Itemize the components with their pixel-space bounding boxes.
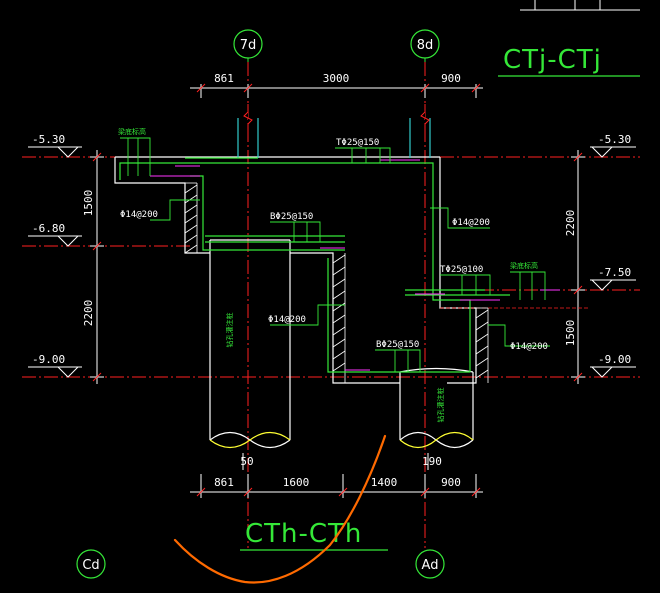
level-right-3: -9.00	[598, 353, 631, 366]
axis-label-8d: 8d	[417, 38, 434, 53]
bottom-dim-c: 1400	[371, 476, 398, 489]
note-right: 梁底标高	[510, 261, 538, 270]
level-mark-right-2	[590, 279, 636, 291]
rebar-bottom-secondary: BΦ25@150	[376, 340, 419, 350]
pile-left	[209, 239, 291, 449]
level-mark-left-1	[28, 146, 82, 158]
lower-section-title: CTh-CTh	[240, 519, 388, 551]
rebar-side-middle: Φ14@200	[268, 315, 306, 325]
level-right-2: -7.50	[598, 266, 631, 279]
level-mark-left-2	[28, 235, 82, 247]
pile-offset-right: 190	[422, 455, 442, 468]
axis-bubble-cd: Cd	[76, 549, 106, 579]
level-mark-right-3	[590, 366, 636, 378]
right-dim-lower: 1500	[564, 320, 577, 347]
level-mark-right-1	[590, 146, 636, 158]
lower-title-text: CTh-CTh	[245, 519, 362, 549]
pile-right-label: 钻孔灌注桩	[436, 388, 445, 423]
axis-label-cd: Cd	[82, 558, 99, 573]
note-left: 梁底标高	[118, 127, 146, 136]
top-dim-b: 3000	[323, 72, 350, 85]
axis-bubble-7d: 7d	[233, 29, 263, 62]
axis-bubble-ad: Ad	[415, 549, 445, 579]
level-mark-left-3	[28, 366, 82, 378]
distribution-bars	[150, 159, 560, 371]
upper-section-title: CTj-CTj	[498, 45, 640, 77]
left-dim-upper: 1500	[82, 190, 95, 217]
bottom-dim-d: 900	[441, 476, 461, 489]
title-block-fragment	[520, 0, 640, 11]
bottom-dim-a: 861	[214, 476, 234, 489]
rebar-side-right-lower: Φ14@200	[510, 342, 548, 352]
pile-left-label: 钻孔灌注桩	[225, 313, 234, 348]
level-left-1: -5.30	[32, 133, 65, 146]
rebar-side-left: Φ14@200	[120, 210, 158, 220]
level-right-1: -5.30	[598, 133, 631, 146]
leader-lines	[120, 137, 550, 372]
pile-offset-left: 50	[240, 455, 253, 468]
axis-label-ad: Ad	[422, 558, 439, 573]
rebar-top-secondary: TΦ25@100	[440, 265, 483, 275]
rebar-bottom-main: BΦ25@150	[270, 212, 313, 222]
upper-title-text: CTj-CTj	[503, 45, 602, 75]
level-left-2: -6.80	[32, 222, 65, 235]
top-dimension-line	[190, 83, 483, 98]
pile-right	[399, 367, 474, 449]
right-dim-upper: 2200	[564, 210, 577, 237]
hatch-left-wall	[184, 182, 198, 254]
left-dim-lower: 2200	[82, 300, 95, 327]
break-marks	[243, 104, 430, 134]
hatch-right-wall	[475, 307, 489, 383]
axis-bubble-8d: 8d	[410, 29, 440, 62]
right-vertical-dimension	[571, 150, 585, 384]
axis-label-7d: 7d	[240, 38, 257, 53]
sketch-curve	[173, 434, 387, 584]
bottom-dimension-line	[190, 474, 483, 498]
left-vertical-dimension	[90, 150, 104, 384]
top-dim-c: 900	[441, 72, 461, 85]
bottom-dim-b: 1600	[283, 476, 310, 489]
top-dim-a: 861	[214, 72, 234, 85]
rebar-top-main: TΦ25@150	[336, 138, 379, 148]
level-left-3: -9.00	[32, 353, 65, 366]
column-bars	[237, 118, 431, 158]
rebar-side-right-upper: Φ14@200	[452, 218, 490, 228]
hatch-middle-wall	[332, 253, 346, 383]
